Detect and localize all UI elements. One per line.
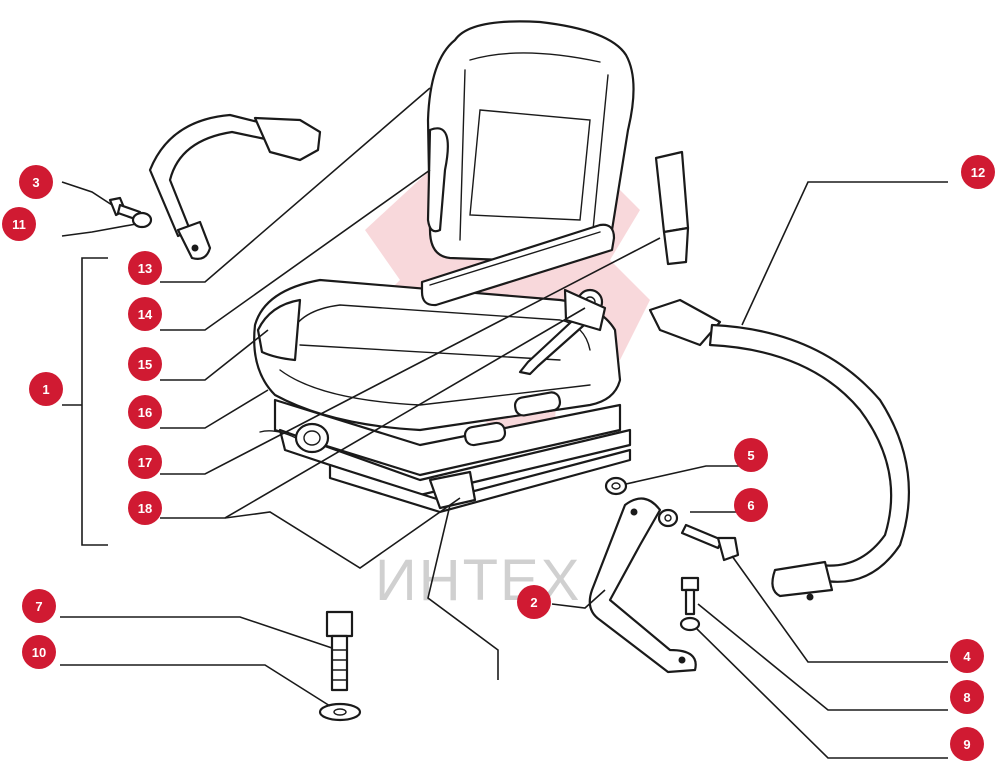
washer-10 — [318, 702, 362, 722]
svg-text:7: 7 — [35, 599, 42, 614]
callout-6: 6 — [734, 488, 768, 522]
leader-lines — [60, 87, 948, 759]
callout-2: 2 — [517, 585, 551, 619]
svg-text:10: 10 — [32, 645, 46, 660]
callout-16: 16 — [128, 395, 162, 429]
callout-3: 3 — [19, 165, 53, 199]
seat-backrest — [426, 20, 635, 264]
slide-rail — [328, 448, 632, 514]
callout-11: 11 — [2, 207, 36, 241]
svg-text:5: 5 — [747, 448, 754, 463]
bolt-7 — [325, 610, 354, 692]
washer-6 — [657, 508, 679, 528]
callout-12: 12 — [961, 155, 995, 189]
callout-14: 14 — [128, 297, 162, 331]
svg-text:16: 16 — [138, 405, 152, 420]
callout-15: 15 — [128, 347, 162, 381]
svg-text:6: 6 — [747, 498, 754, 513]
nut-5 — [604, 476, 628, 496]
svg-text:1: 1 — [42, 382, 49, 397]
adjustment-knob[interactable] — [259, 422, 330, 454]
seat-cushion — [253, 278, 622, 432]
callout-18: 18 — [128, 491, 162, 525]
svg-text:9: 9 — [963, 737, 970, 752]
washer-9 — [679, 616, 701, 632]
svg-text:12: 12 — [971, 165, 985, 180]
callout-8: 8 — [950, 680, 984, 714]
svg-text:18: 18 — [138, 501, 152, 516]
cushion-side-dots — [256, 298, 302, 362]
armrest[interactable] — [420, 223, 616, 307]
callout-10: 10 — [22, 635, 56, 669]
svg-text:8: 8 — [963, 690, 970, 705]
seat-belt-short — [148, 113, 322, 260]
height-lever[interactable] — [518, 288, 607, 376]
callout-4: 4 — [950, 639, 984, 673]
backrest-bolster — [426, 127, 449, 233]
bolt-4 — [680, 523, 740, 562]
bolt-8 — [680, 576, 700, 616]
svg-text:3: 3 — [32, 175, 39, 190]
callout-7: 7 — [22, 589, 56, 623]
bracket-2 — [588, 497, 697, 674]
callout-17: 17 — [128, 445, 162, 479]
callout-9: 9 — [950, 727, 984, 761]
svg-text:11: 11 — [12, 217, 26, 232]
callout-5: 5 — [734, 438, 768, 472]
long-seat-belt — [648, 298, 910, 601]
callout-13: 13 — [128, 251, 162, 285]
svg-text:13: 13 — [138, 261, 152, 276]
handle-grip — [654, 150, 690, 266]
svg-text:2: 2 — [530, 595, 537, 610]
svg-text:4: 4 — [963, 649, 971, 664]
svg-text:17: 17 — [138, 455, 152, 470]
svg-text:14: 14 — [138, 307, 153, 322]
washer-11 — [131, 211, 153, 229]
callout-1: 1 — [29, 372, 63, 406]
svg-text:15: 15 — [138, 357, 152, 372]
